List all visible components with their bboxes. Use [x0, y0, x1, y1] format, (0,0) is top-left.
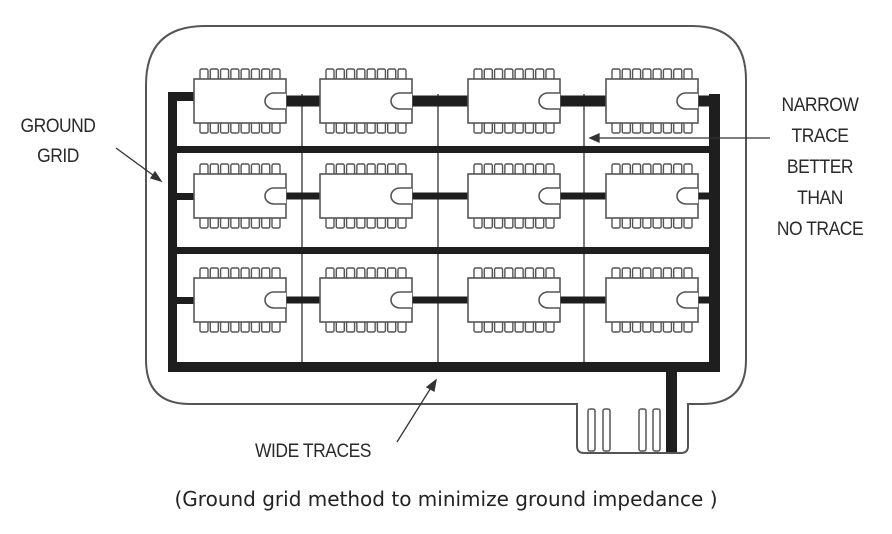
- chip-notch: [676, 92, 698, 110]
- chip-notch: [264, 291, 286, 309]
- ic-chip: [467, 68, 561, 134]
- ground-row-trace: [168, 146, 720, 153]
- chip-trace: [412, 192, 468, 200]
- ic-chip: [319, 163, 413, 229]
- chip-notch: [264, 187, 286, 205]
- ic-chip: [193, 267, 287, 333]
- wide-trace-bottom: [168, 362, 720, 372]
- ic-chip: [467, 163, 561, 229]
- chip-notch: [538, 92, 560, 110]
- ic-chip: [467, 267, 561, 333]
- ic-chip: [605, 267, 699, 333]
- chip-trace: [177, 193, 194, 200]
- ic-chip: [605, 163, 699, 229]
- chip-trace: [560, 192, 606, 200]
- chip-trace: [177, 297, 194, 304]
- chip-trace: [286, 296, 320, 304]
- board-outline: [145, 25, 747, 454]
- wide-trace-right: [709, 94, 720, 371]
- ic-chip: [193, 68, 287, 134]
- chip-trace: [412, 296, 468, 304]
- figure-caption: (Ground grid method to minimize ground i…: [174, 487, 718, 511]
- chip-body: [605, 78, 699, 124]
- chip-trace: [560, 296, 606, 304]
- chip-notch: [390, 291, 412, 309]
- ground-grid-arrow: [115, 147, 158, 179]
- chip-trace: [560, 95, 606, 107]
- chip-notch: [676, 187, 698, 205]
- chip-notch: [390, 187, 412, 205]
- wide-traces-label: WIDE TRACES: [254, 441, 372, 462]
- wide-trace-left: [168, 94, 177, 371]
- wide-trace-stub: [168, 92, 194, 101]
- ic-chip: [319, 68, 413, 134]
- connector-ground-trace: [666, 370, 677, 452]
- chip-notch: [264, 92, 286, 110]
- ic-chip: [193, 163, 287, 229]
- chip-notch: [390, 92, 412, 110]
- chip-notch: [676, 291, 698, 309]
- ground-row-trace: [168, 247, 720, 254]
- ground-grid-label: GROUND GRID: [20, 116, 96, 167]
- chip-notch: [538, 291, 560, 309]
- edge-connector: [587, 408, 661, 452]
- ic-chip: [319, 267, 413, 333]
- chip-trace: [412, 95, 468, 107]
- chip-trace: [698, 192, 709, 200]
- wide-traces-arrow: [396, 385, 433, 443]
- chip-notch: [538, 187, 560, 205]
- chip-trace: [286, 192, 320, 200]
- annotation-arrows: [115, 132, 770, 443]
- ic-chip: [605, 68, 699, 134]
- chip-trace: [286, 95, 320, 107]
- narrow-trace-label: NARROW TRACE BETTER THAN NO TRACE: [776, 95, 864, 240]
- chip-trace: [698, 95, 709, 107]
- chip-trace: [698, 296, 709, 304]
